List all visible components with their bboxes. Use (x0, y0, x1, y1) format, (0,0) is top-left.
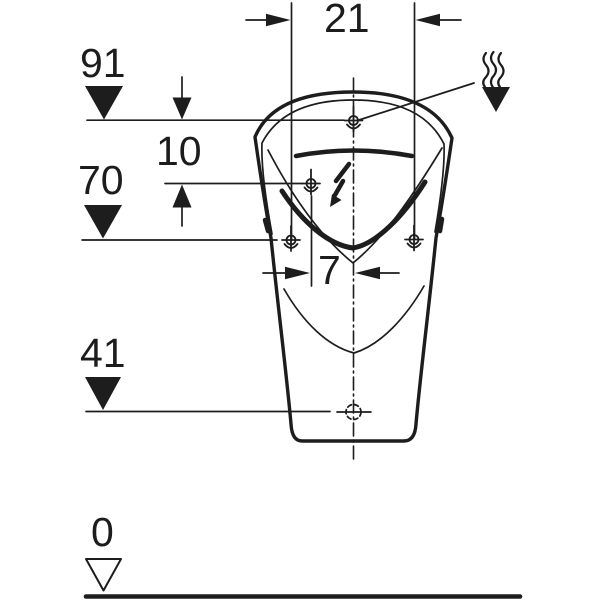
urinal-bowl-rim-bold (279, 179, 428, 251)
level-41 (85, 377, 331, 413)
urinal-outer-silhouette (253, 90, 454, 443)
dim-label-0: 0 (91, 509, 114, 555)
dim-label-41: 41 (80, 330, 126, 376)
level-91-triangle-marker (85, 86, 123, 120)
dim-label-21: 21 (324, 0, 370, 41)
level-0-open-triangle-marker (85, 558, 122, 592)
dimension-21 (245, 2, 462, 241)
dim7-left-arrowhead (285, 266, 310, 280)
dim-label-10: 10 (156, 128, 202, 174)
dim21-left-arrowhead (266, 13, 291, 27)
level-0 (85, 558, 122, 592)
dim7-right-arrowhead (355, 266, 380, 280)
dim-label-70: 70 (78, 157, 124, 203)
level-70-triangle-marker (84, 205, 122, 239)
dimension-10 (172, 76, 192, 227)
dim10-upper-arrowhead (172, 97, 192, 120)
urinal-inner-rim-line (260, 99, 446, 235)
fixation-point-upper-left (301, 168, 321, 196)
vent-arrow-down (482, 87, 510, 112)
vent-odor-icon (482, 50, 510, 112)
urinal-left-side-tab (262, 217, 271, 234)
drain-outlet-mark (336, 403, 372, 421)
dim10-lower-arrowhead (172, 184, 192, 208)
urinal-front-apron-curve (283, 285, 425, 354)
dim-label-7: 7 (318, 247, 341, 293)
level-70 (81, 205, 278, 241)
dim-label-91: 91 (80, 40, 126, 86)
urinal-right-side-tab (437, 216, 445, 234)
dimension-7 (262, 195, 400, 287)
level-91 (85, 86, 345, 122)
lightning-bolt-icon (330, 161, 352, 207)
level-41-triangle-marker (85, 377, 121, 410)
vent-leader-line (358, 82, 475, 121)
dim21-right-arrowhead (415, 13, 440, 27)
